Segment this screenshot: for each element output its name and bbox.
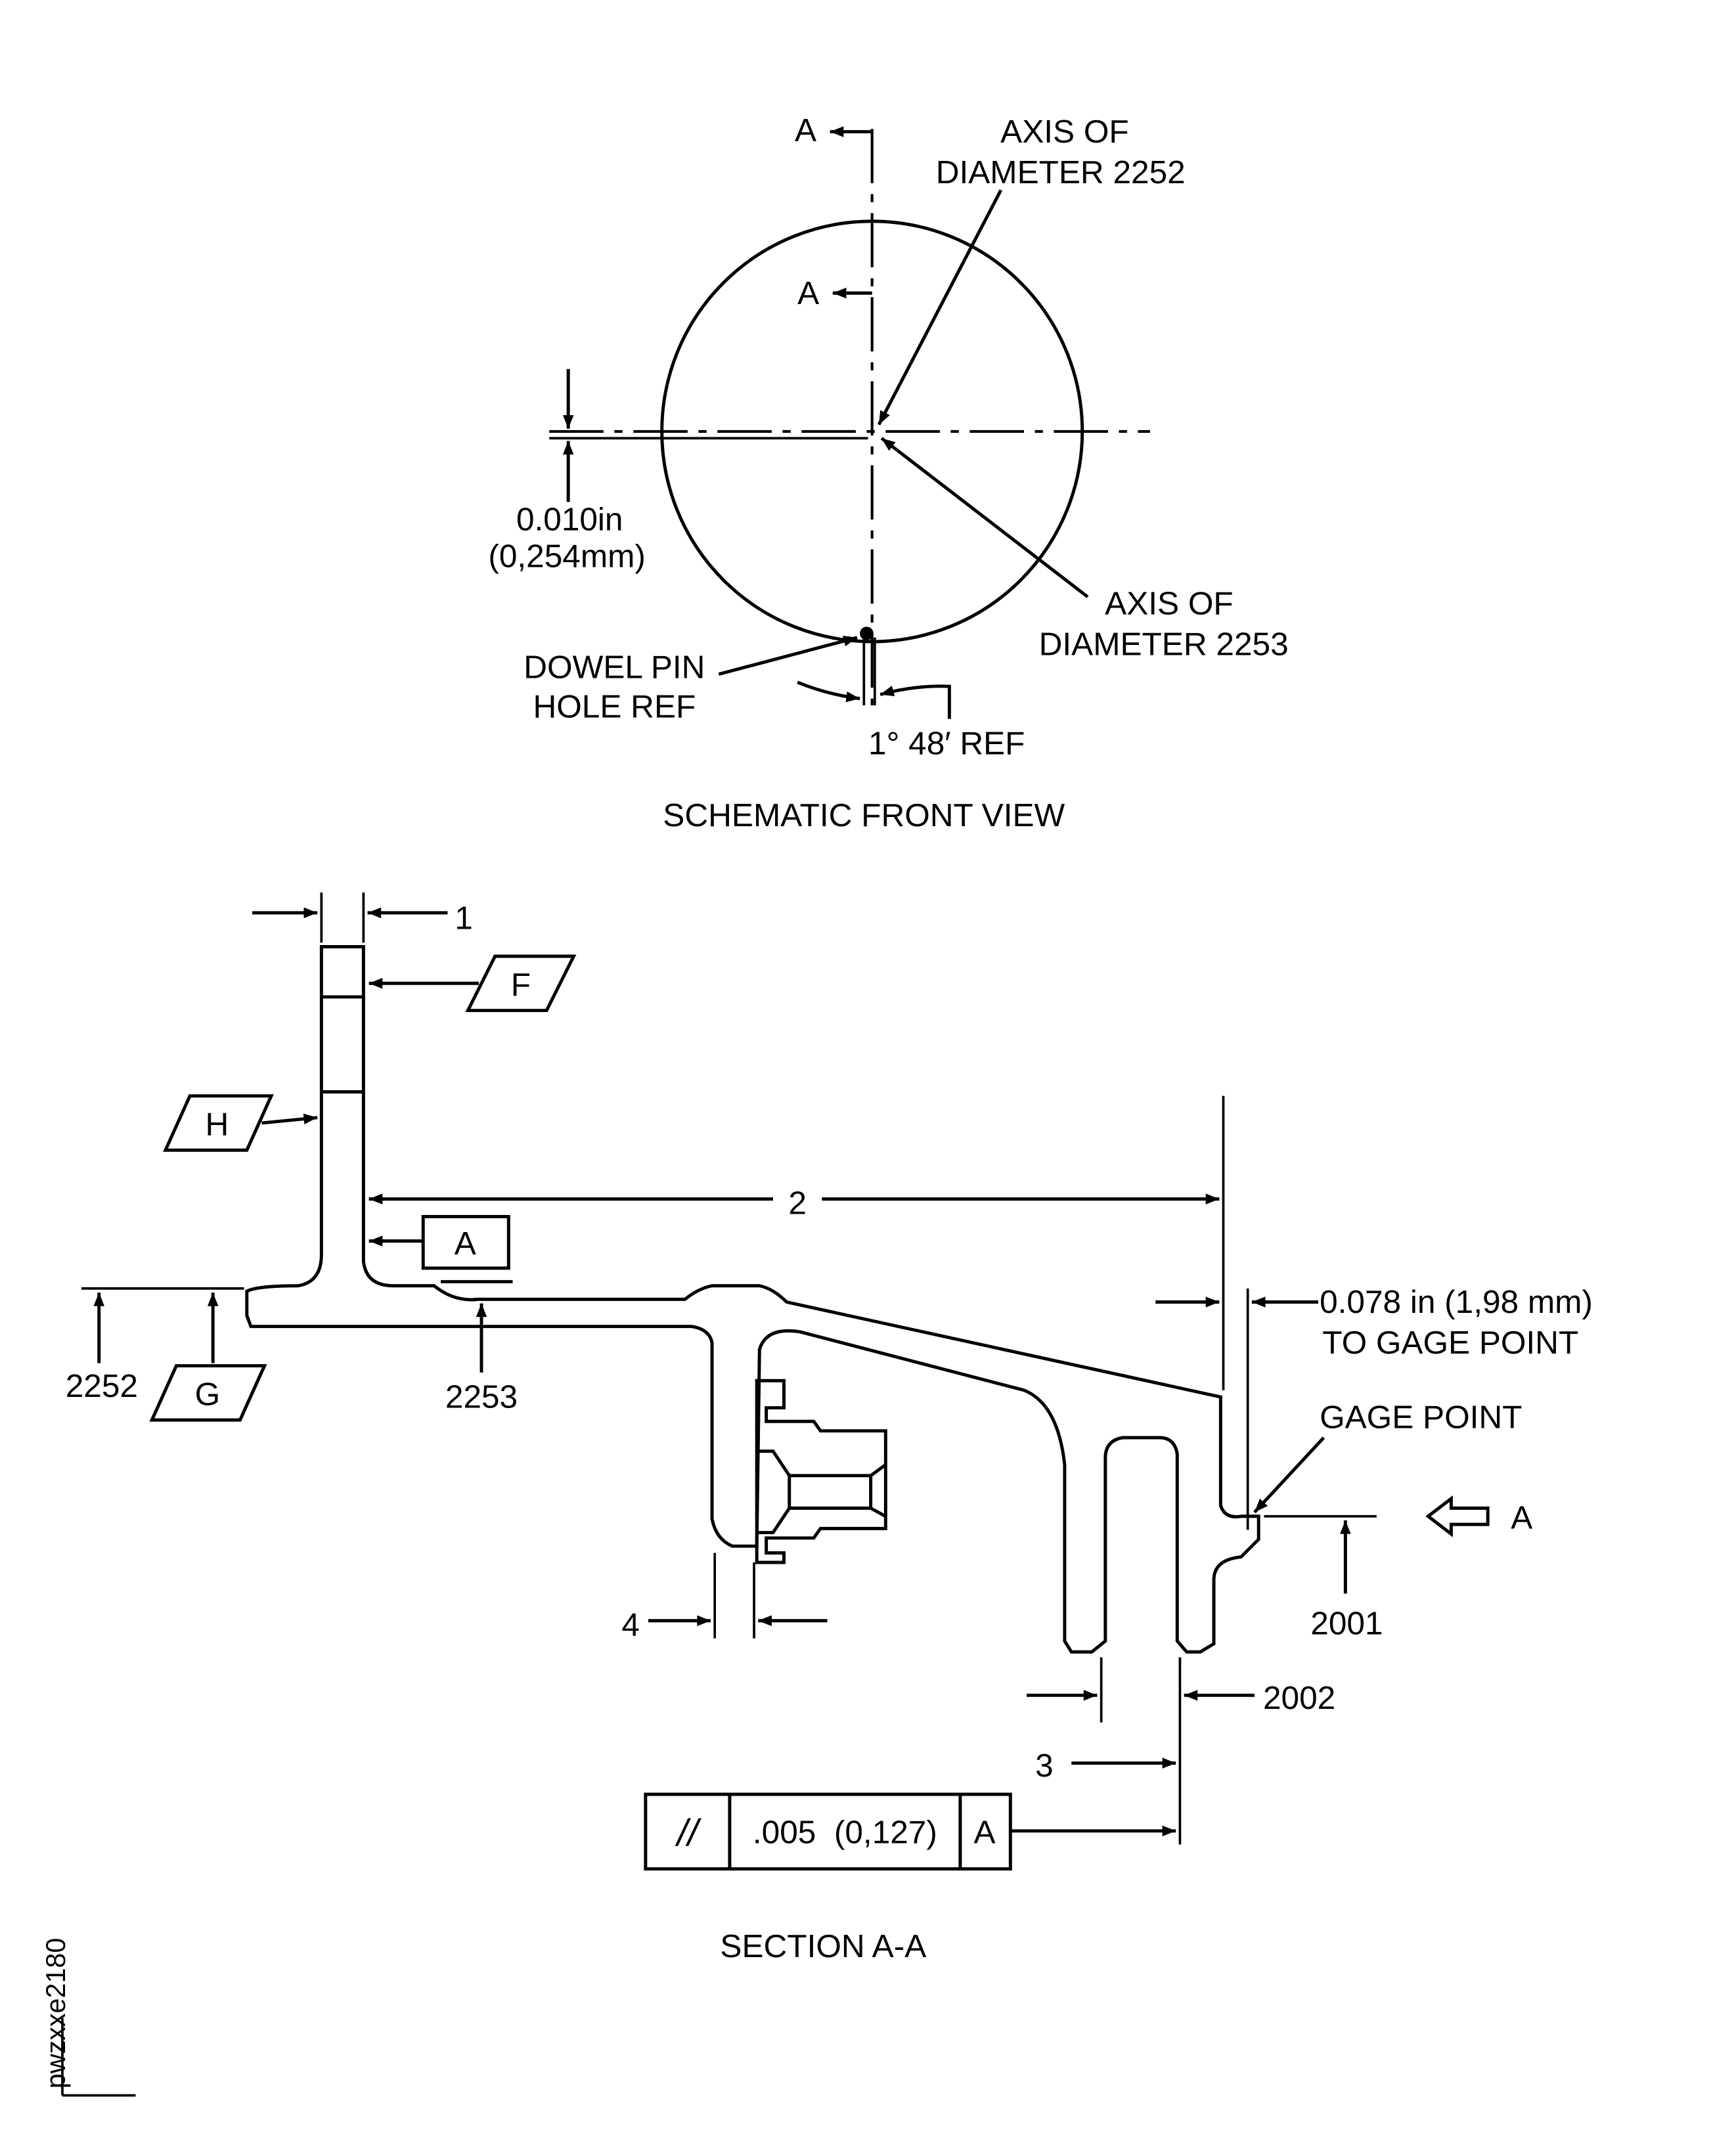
parallelism-symbol: // [675,1813,702,1855]
dowel-leader [718,636,858,676]
dim-3-label: 3 [1035,1747,1054,1784]
datum-g-frame [149,1364,267,1422]
axis-2253-label: DIAMETER 2253 [1039,626,1289,663]
angle-arrow [797,680,860,703]
axis-2252-label: AXIS OF [1000,113,1128,150]
offset-dimension: 0.010in [516,501,623,538]
dim-2252-label: 2252 [66,1367,138,1404]
flange-unhatched-band [323,996,362,1092]
figure-id: pwzxxe2180 [41,1938,136,2097]
axis-2253-label: AXIS OF [1105,585,1233,622]
datum-g-label: G [195,1375,221,1412]
datum-reference: A [974,1813,996,1850]
gage-dim-label: TO GAGE POINT [1322,1324,1578,1361]
dowel-pin-hole [860,627,874,640]
datum-f-label: F [511,966,531,1003]
tolerance-value: .005 (0,127) [753,1813,937,1850]
dim-1-label: 1 [455,900,473,937]
gage-point-leader [1253,1436,1325,1514]
part-section [245,945,1260,1654]
bushing-insert [755,1379,887,1564]
dim-2-label: 2 [788,1184,807,1221]
figure-id-label: pwzxxe2180 [41,1938,71,2089]
angle-arrow [879,684,951,719]
section-title: SECTION A-A [720,1928,926,1964]
offset-dimension-mm: (0,254mm) [488,537,646,574]
datum-h-frame [163,1094,274,1152]
dim-2253-label: 2253 [445,1379,518,1415]
view-direction-label: A [1511,1499,1532,1535]
dim-2001-label: 2001 [1310,1604,1383,1641]
datum-h-leader [261,1113,318,1125]
gage-dim-label: 0.078 in (1,98 mm) [1320,1283,1593,1320]
feature-control-frame: // .005 (0,127) A [644,1792,1176,1871]
dim-4-label: 4 [621,1606,640,1643]
datum-h-label: H [205,1106,229,1143]
front-view-title: SCHEMATIC FRONT VIEW [663,797,1065,833]
axis-2252-label: DIAMETER 2252 [936,154,1186,190]
axis-2252-leader [877,189,1003,426]
view-direction-arrow-icon [1425,1495,1490,1537]
dowel-pin-label: DOWEL PIN [523,649,705,686]
dim-2002-label: 2002 [1263,1679,1335,1716]
section-a-a: 1 F H 2 A 2252 G 2253 4 [66,892,1593,1964]
angle-label: 1° 48′ REF [868,724,1025,761]
datum-f-frame [465,954,577,1013]
datum-a-label: A [455,1225,476,1262]
dowel-pin-label: HOLE REF [533,688,696,725]
section-label-bottom: A [797,275,819,311]
section-label-top: A [795,112,816,148]
schematic-front-view: A A AXIS OF DIAMETER 2252 AXIS OF DIAMET… [488,112,1288,833]
axis-2253-leader [880,437,1089,598]
gage-point-label: GAGE POINT [1320,1399,1522,1436]
